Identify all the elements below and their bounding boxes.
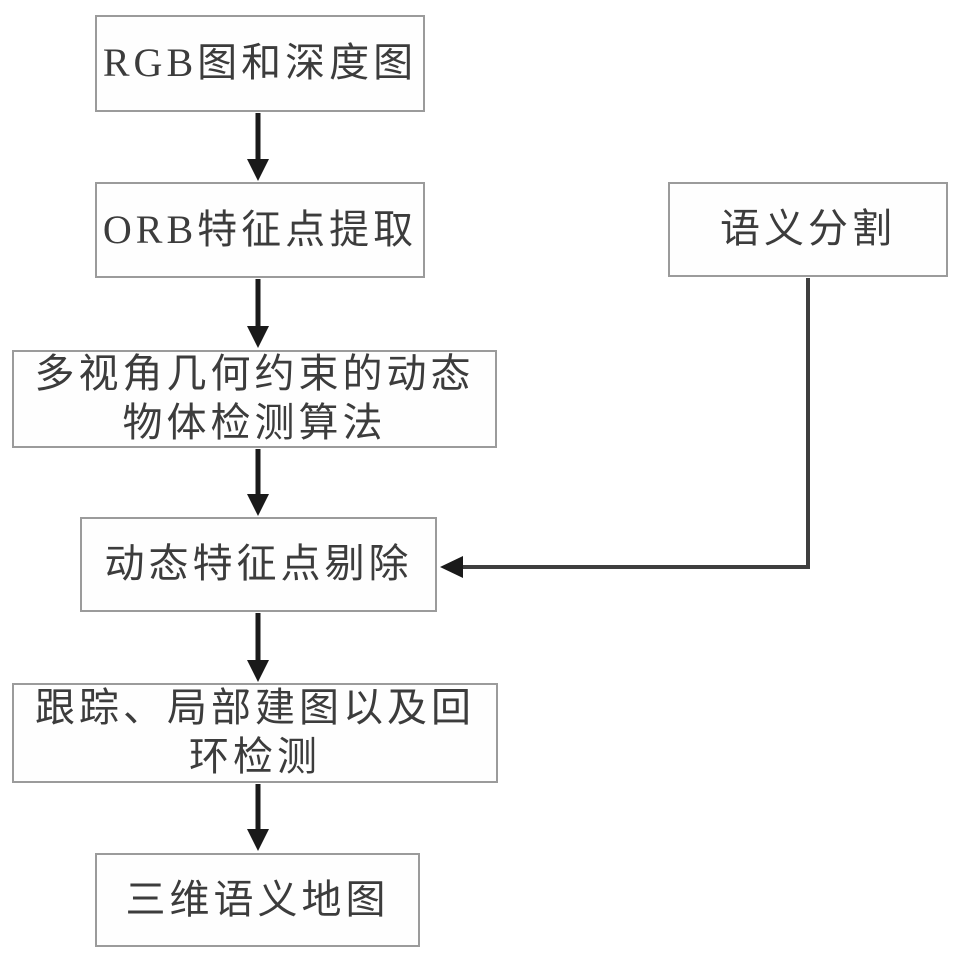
node-rgb-depth-input: RGB图和深度图 — [95, 15, 425, 112]
arrowhead-tracking-to-map — [247, 829, 269, 851]
arrowhead-rgb-to-orb — [247, 159, 269, 181]
node-multiview-label-line2: 物体检测算法 — [122, 400, 387, 445]
node-semantic-seg-label: 语义分割 — [720, 206, 896, 252]
arrowhead-multiview-to-removal — [247, 494, 269, 516]
node-orb-extraction: ORB特征点提取 — [95, 182, 425, 278]
node-tracking-label-line2: 环检测 — [189, 734, 321, 779]
node-tracking-label-line1: 跟踪、局部建图以及回 — [35, 685, 475, 731]
node-multiview-detection: 多视角几何约束的动态 物体检测算法 — [12, 350, 497, 448]
arrowhead-removal-to-tracking — [247, 660, 269, 682]
node-semantic-segmentation: 语义分割 — [668, 182, 948, 277]
node-multiview-label-line1: 多视角几何约束的动态 — [34, 351, 475, 397]
node-dynamic-removal-label: 动态特征点剔除 — [104, 541, 413, 587]
arrowhead-seg-to-removal — [440, 556, 463, 578]
connector-seg-to-removal — [462, 278, 810, 569]
node-tracking-mapping-loop: 跟踪、局部建图以及回 环检测 — [12, 683, 498, 783]
arrowhead-orb-to-multiview — [247, 326, 269, 348]
node-rgb-depth-label: RGB图和深度图 — [102, 40, 418, 86]
node-3d-semantic-map: 三维语义地图 — [95, 853, 420, 947]
node-semantic-map-label: 三维语义地图 — [125, 876, 390, 922]
node-orb-label: ORB特征点提取 — [102, 206, 418, 252]
node-dynamic-point-removal: 动态特征点剔除 — [80, 517, 437, 612]
